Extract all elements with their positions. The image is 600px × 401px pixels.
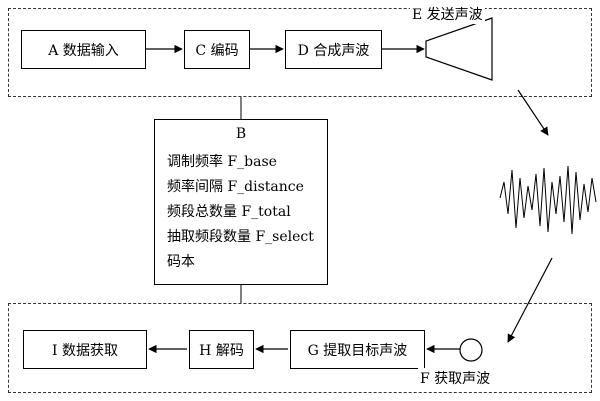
sender-group [8, 8, 592, 97]
param-codebook: 码本 [167, 254, 195, 270]
arrow-air-to-mic [507, 257, 553, 343]
arrow-speaker-to-air [517, 89, 549, 136]
send-wave-label: E 发送声波 [410, 4, 485, 24]
extract-target-wave-box: G 提取目标声波 [290, 330, 425, 369]
synthesize-wave-box: D 合成声波 [285, 30, 382, 69]
receiver-group [8, 303, 592, 393]
receive-wave-label: F 获取声波 [418, 368, 493, 388]
parameters-title: B [235, 126, 247, 142]
decode-box: H 解码 [189, 330, 254, 369]
param-base-frequency: 调制频率 F_base [167, 154, 277, 170]
sound-wave-icon [499, 165, 597, 235]
param-frequency-interval: 频率间隔 F_distance [167, 179, 304, 195]
param-selected-bands: 抽取频段数量 F_select [167, 229, 314, 245]
data-input-box: A 数据输入 [21, 30, 146, 69]
parameters-box: B 调制频率 F_base 频率间隔 F_distance 频段总数量 F_to… [154, 119, 328, 285]
encode-box: C 编码 [184, 30, 250, 69]
param-total-bands: 频段总数量 F_total [167, 204, 291, 220]
data-output-box: I 数据获取 [23, 330, 147, 369]
microphone-icon [459, 338, 483, 362]
speaker-icon [425, 17, 493, 81]
